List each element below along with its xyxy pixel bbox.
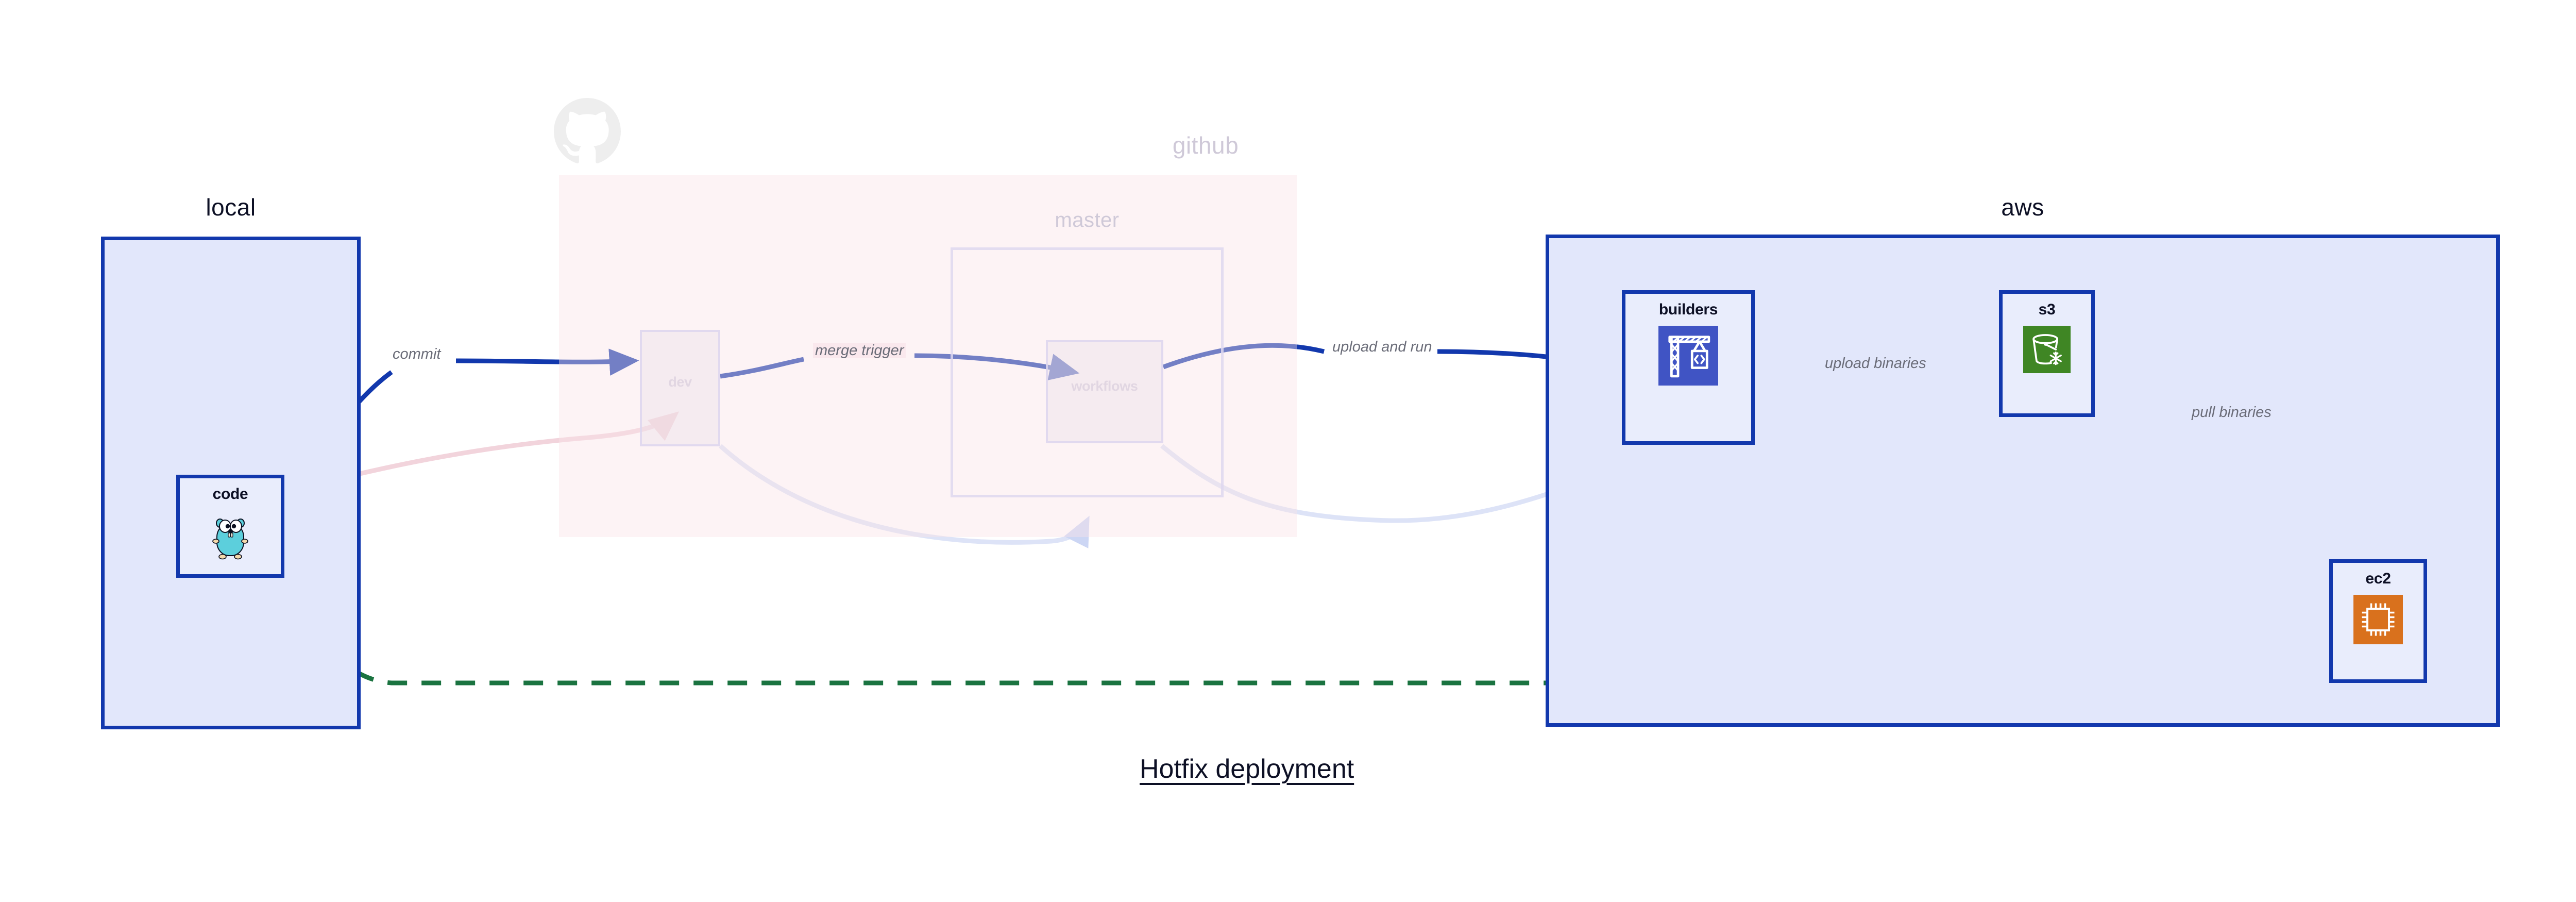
diagram-caption: Hotfix deployment [1140, 754, 1354, 784]
group-title-github: github [1172, 132, 1239, 159]
go-gopher-icon [208, 510, 252, 564]
node-workflows-label: workflows [1071, 378, 1138, 394]
aws-codebuild-icon [1658, 326, 1718, 388]
node-s3-label: s3 [2038, 301, 2056, 318]
edge-label-merge-trigger: merge trigger [813, 343, 906, 358]
edge-label-upload-and-run: upload and run [1330, 339, 1434, 355]
node-code[interactable]: code [176, 475, 284, 578]
node-ec2[interactable]: ec2 [2329, 559, 2427, 683]
edge-label-pull-binaries: pull binaries [2190, 405, 2274, 420]
group-github [559, 175, 1297, 537]
group-title-aws: aws [2001, 194, 2044, 221]
group-title-master: master [1055, 209, 1120, 231]
aws-s3-bucket-icon [2023, 326, 2071, 376]
node-builders[interactable]: builders [1622, 290, 1755, 445]
node-builders-label: builders [1658, 301, 1718, 318]
edge-label-upload-binaries: upload binaries [1823, 356, 1928, 371]
node-workflows[interactable]: workflows [1046, 340, 1163, 443]
node-ec2-label: ec2 [2365, 570, 2391, 587]
aws-ec2-chip-icon [2353, 595, 2403, 647]
group-master [951, 247, 1224, 497]
node-s3[interactable]: s3 [1999, 290, 2095, 417]
node-code-label: code [212, 486, 248, 503]
node-dev[interactable]: dev [640, 330, 720, 446]
github-octocat-icon [554, 98, 621, 163]
edge-label-commit: commit [391, 346, 443, 362]
node-dev-label: dev [668, 374, 692, 390]
group-title-local: local [206, 194, 256, 221]
